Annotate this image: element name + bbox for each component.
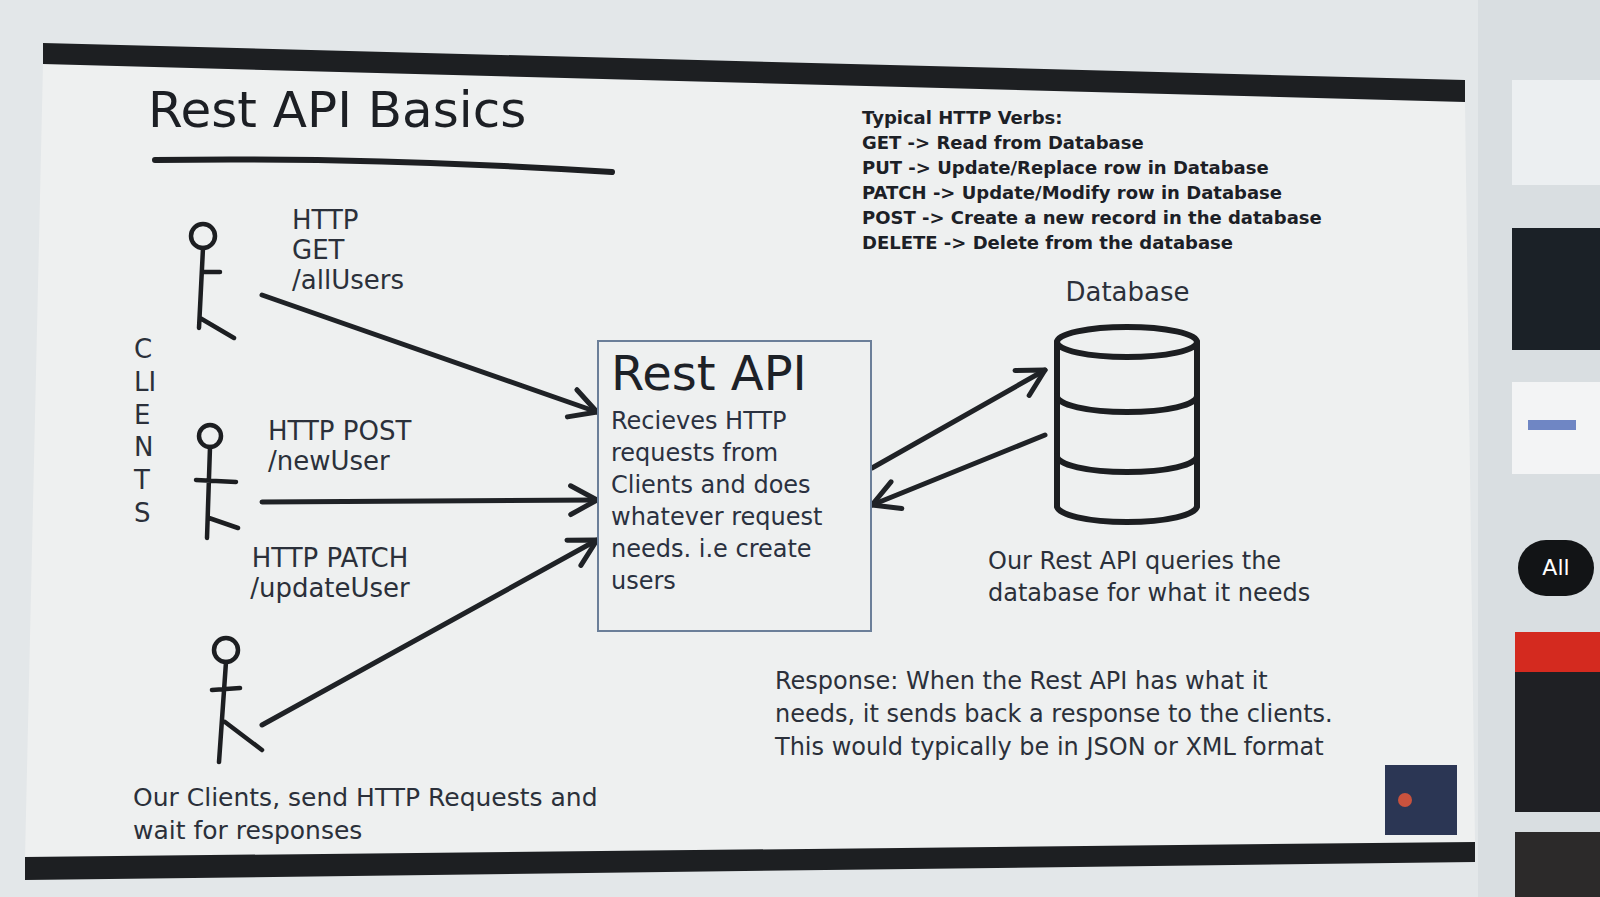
- verb-line: GET -> Read from Database: [862, 131, 1144, 154]
- connector-arrow: [872, 435, 1045, 508]
- connector-arrow: [872, 370, 1045, 468]
- cylinder-bands: [1057, 396, 1197, 472]
- database-cylinder: Database: [1045, 275, 1210, 532]
- figure-body: [212, 662, 262, 762]
- connector-arrow: [262, 486, 597, 515]
- filter-chip: All: [1518, 554, 1594, 582]
- cylinder-strokes: [1057, 327, 1197, 522]
- arrow-head: [872, 482, 902, 509]
- box-heading: Rest API: [611, 346, 858, 401]
- figure-body: [199, 248, 234, 338]
- note: Our Rest API queries the database for wh…: [988, 545, 1363, 609]
- arrow-head: [1015, 370, 1045, 395]
- channel-logo-dot: [1398, 793, 1412, 807]
- process-box: Rest APIRecieves HTTP requests from Clie…: [597, 340, 872, 632]
- channel-logo: [1385, 765, 1457, 835]
- cylinder-outline: [1045, 320, 1210, 532]
- figure-head: [199, 425, 221, 447]
- verbs-heading: Typical HTTP Verbs:: [862, 106, 1063, 129]
- side-video-card: [1515, 672, 1600, 812]
- client-figures: [191, 224, 262, 762]
- connector-line: [262, 500, 597, 502]
- side-logo: [1528, 420, 1576, 430]
- diagram-title: Rest API Basics: [148, 82, 526, 140]
- database-heading: Database: [1045, 275, 1210, 308]
- connector-arrow: [262, 295, 597, 417]
- side-thumbnail: [1515, 832, 1600, 897]
- side-panel: [1478, 0, 1600, 897]
- clients-column: CLIENTS: [130, 215, 262, 763]
- cylinder-bottom: [1057, 506, 1197, 522]
- verb-line: PATCH -> Update/Modify row in Database: [862, 181, 1282, 204]
- side-dark-card: [1512, 228, 1600, 350]
- vertical-label: CLIENTS: [134, 333, 160, 530]
- bottom-bar: [25, 842, 1475, 880]
- request-label: HTTP POST /newUser: [268, 416, 468, 476]
- side-red-card: [1515, 632, 1600, 672]
- request-label: HTTP PATCH /updateUser: [230, 543, 430, 603]
- note: Our Clients, send HTTP Requests and wait…: [133, 781, 633, 847]
- request-label: HTTP GET /allUsers: [292, 205, 410, 295]
- figure-head: [191, 224, 215, 248]
- connector-line: [872, 435, 1045, 505]
- note: Response: When the Rest API has what it …: [775, 665, 1355, 764]
- figure-head: [214, 638, 238, 662]
- filter-pill: [1518, 540, 1594, 596]
- verb-line: PUT -> Update/Replace row in Database: [862, 156, 1269, 179]
- connector-line: [262, 295, 597, 412]
- title-underline: [155, 160, 612, 173]
- arrow-head: [567, 540, 597, 565]
- side-white-card: [1512, 382, 1600, 474]
- verb-line: DELETE -> Delete from the database: [862, 231, 1233, 254]
- side-card: [1512, 80, 1600, 185]
- arrow-head: [567, 390, 597, 417]
- verb-line: POST -> Create a new record in the datab…: [862, 206, 1322, 229]
- figure-body: [196, 447, 238, 538]
- slide-ground: [25, 64, 1475, 857]
- cylinder-sides: [1057, 342, 1197, 506]
- connector-line: [872, 370, 1045, 468]
- connector-line: [262, 540, 597, 725]
- box-body: Recieves HTTP requests from Clients and …: [611, 405, 858, 597]
- cylinder-top: [1057, 327, 1197, 357]
- arrow-head: [571, 486, 597, 515]
- top-bar: [43, 43, 1465, 102]
- connector-arrow: [262, 540, 597, 725]
